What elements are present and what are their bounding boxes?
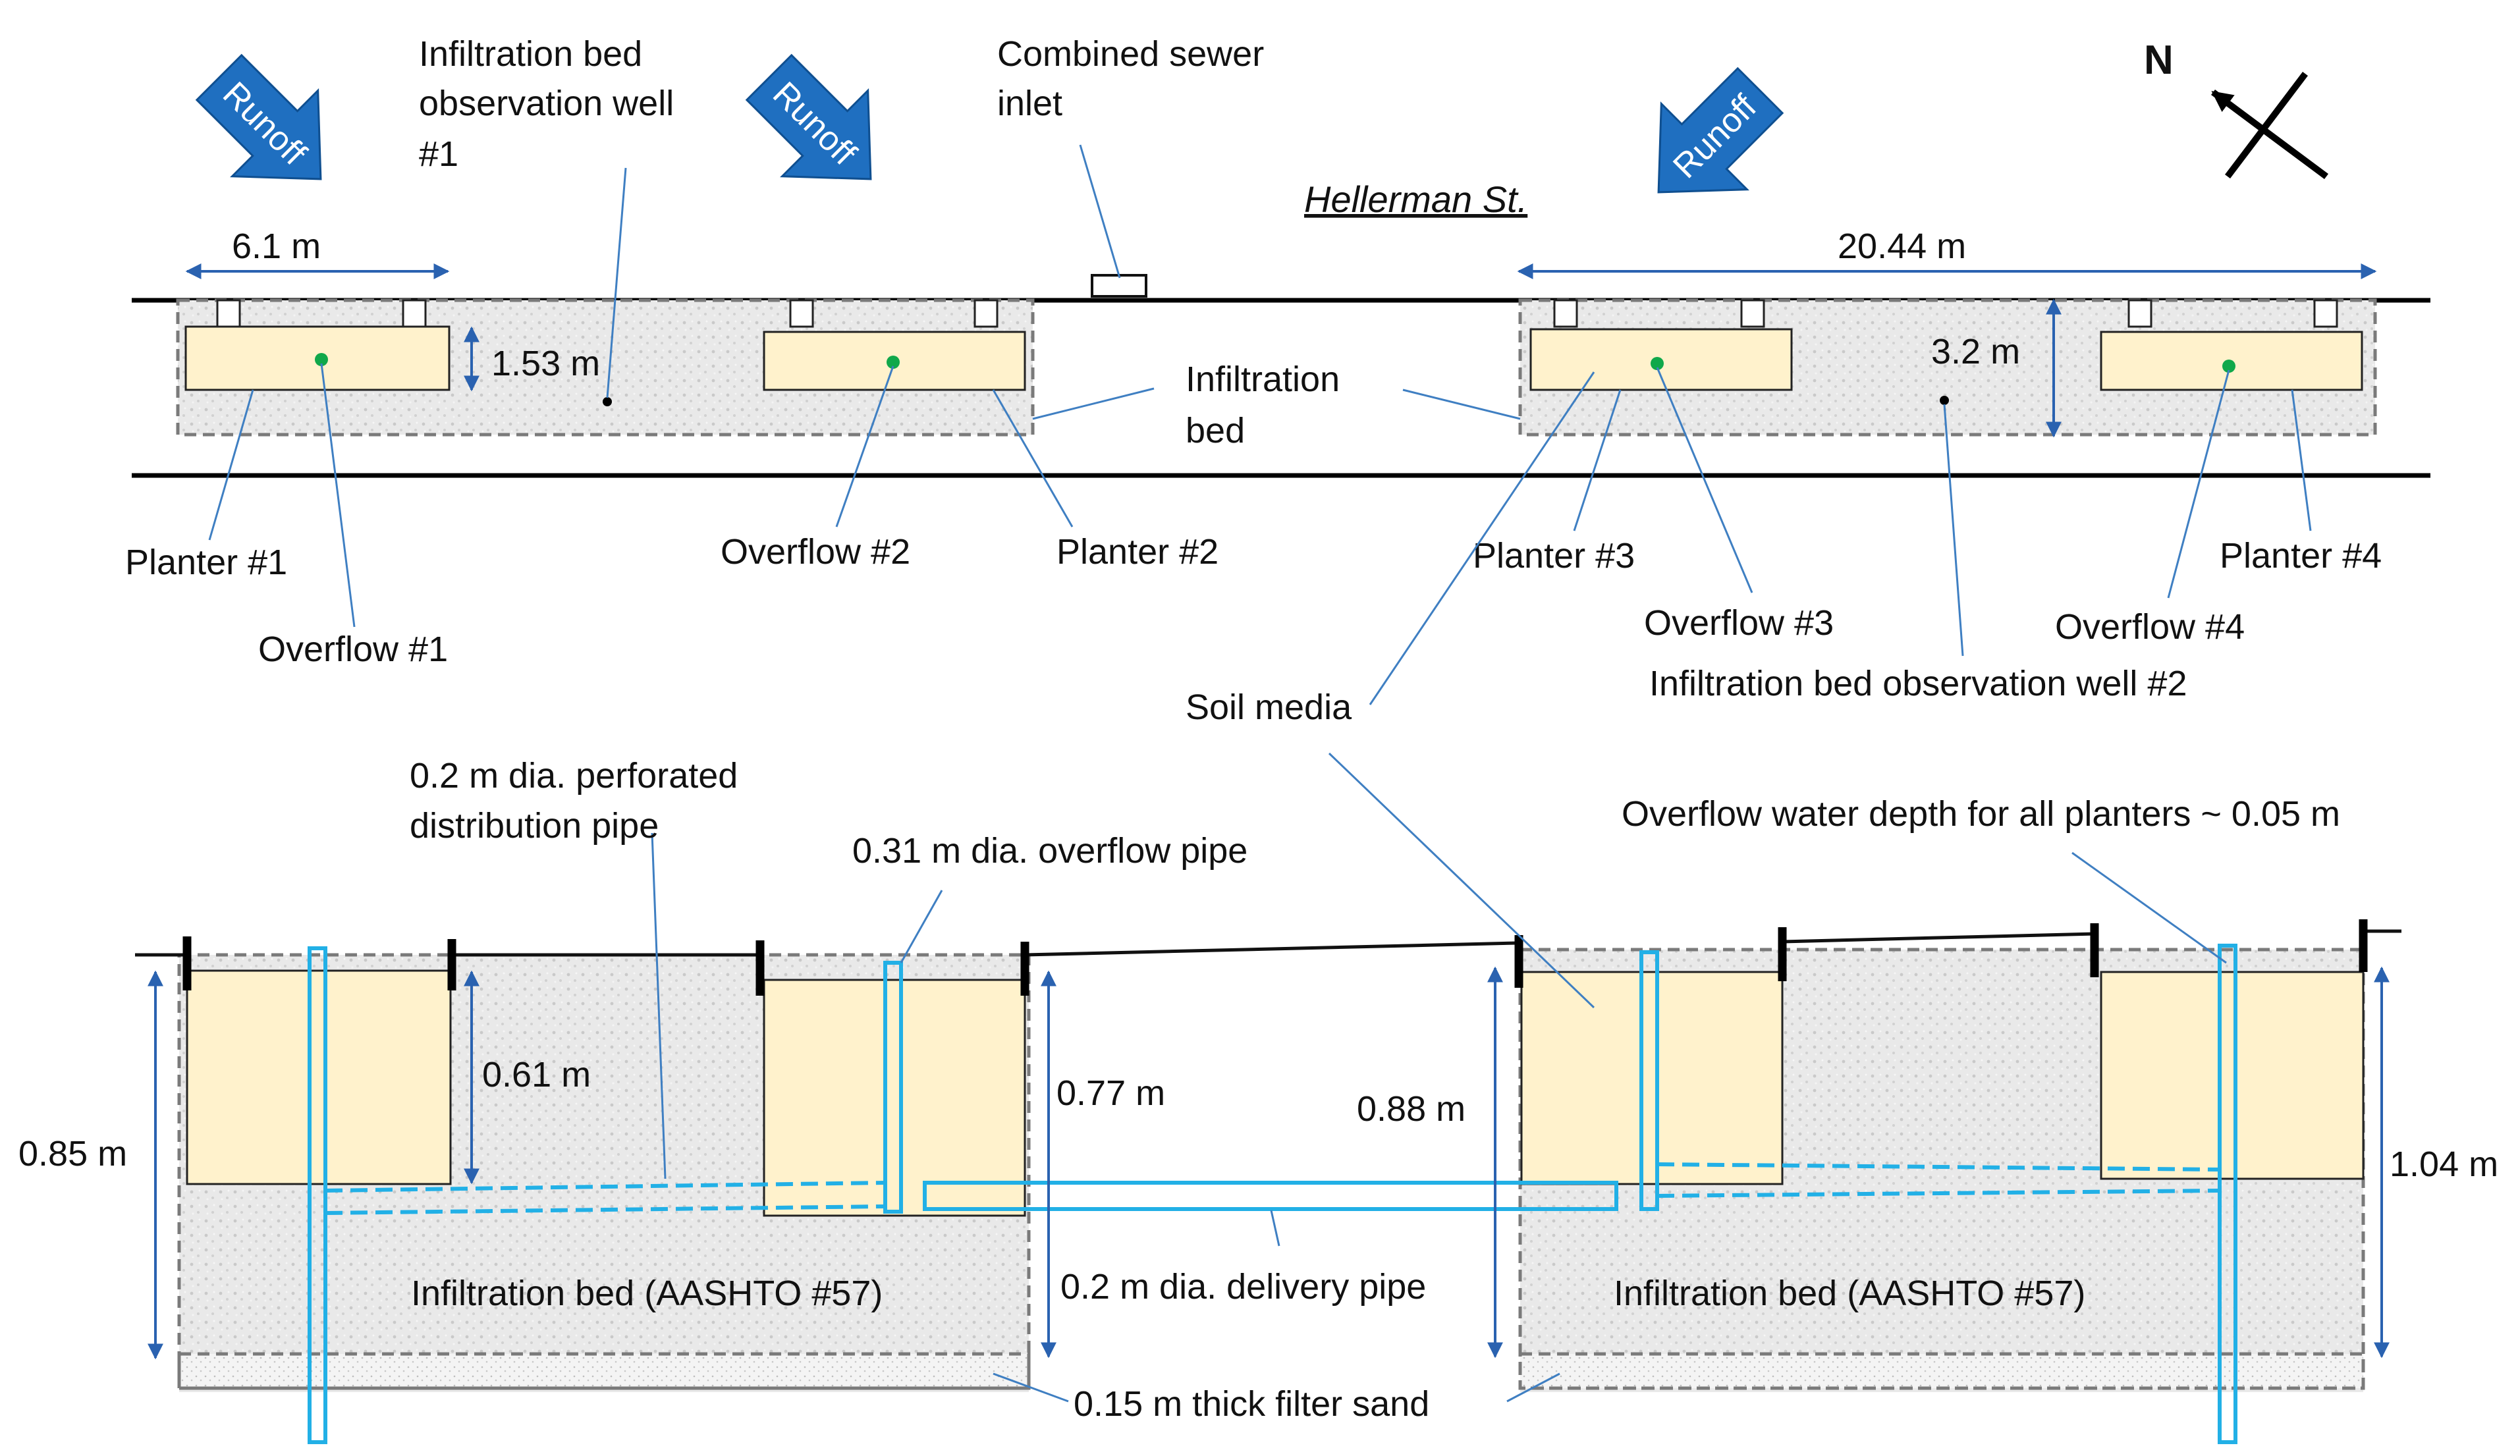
leader: [1328, 752, 1595, 1009]
leader: [1656, 367, 1753, 593]
bed-left-label: Infiltration bed (AASHTO #57): [411, 1274, 883, 1313]
north-label: N: [2144, 38, 2174, 83]
overflow-pipe-riser: [1639, 950, 1659, 1211]
filter-sand-label: 0.15 m thick filter sand: [1074, 1384, 1429, 1424]
leader: [606, 167, 627, 398]
curb-cut: [2313, 299, 2338, 328]
leader: [1032, 387, 1155, 420]
planter-1-section: [186, 969, 452, 1185]
curb-cut: [1553, 299, 1578, 328]
leader: [1943, 404, 1964, 657]
street-name: Hellerman St.: [1304, 178, 1527, 220]
overflow-3-label: Overflow #3: [1644, 603, 1834, 643]
bed-length-label: 20.44 m: [1838, 227, 1966, 266]
observation-well-1-label: Infiltration bed observation well #1: [419, 34, 684, 174]
perforated-pipe-label: 0.2 m dia. perforated distribution pipe: [410, 756, 748, 846]
perforated-pipe-riser: [308, 946, 327, 1444]
leader: [1573, 389, 1622, 531]
soil-media-label: Soil media: [1186, 688, 1352, 727]
leader: [835, 365, 894, 527]
distribution-pipe: [325, 1181, 886, 1193]
leader: [2071, 851, 2227, 964]
runoff-arrow-icon: Runoff: [745, 53, 872, 180]
overflow-pipe-riser: [2218, 944, 2237, 1444]
leader: [651, 832, 667, 1179]
planter-2-label: Planter #2: [1056, 532, 1219, 572]
distribution-pipe: [325, 1204, 886, 1215]
curb-cut: [973, 299, 999, 328]
planter-3-label: Planter #3: [1473, 536, 1635, 576]
section-view: Soil media 0.2 m dia. perforated distrib…: [18, 371, 2498, 1444]
observation-well-1-dot: [603, 397, 612, 406]
overflow-depth-label: Overflow water depth for all planters ~ …: [1622, 794, 2340, 834]
planter-3-section: [1520, 971, 1784, 1185]
planter-4-label: Planter #4: [2220, 536, 2382, 576]
distribution-pipe: [1657, 1162, 2220, 1172]
leader: [2291, 389, 2312, 531]
depth-left-label: 0.85 m: [18, 1134, 127, 1173]
ground-surface: [1782, 932, 2095, 944]
overflow-2-label: Overflow #2: [721, 532, 910, 572]
planter-2-section: [763, 979, 1026, 1217]
infiltration-bed-label: Infiltration bed: [1186, 360, 1350, 450]
curb-cut: [402, 299, 427, 328]
bed-width-label: 3.2 m: [1931, 332, 2020, 371]
leader: [208, 389, 254, 541]
runoff-arrow-icon: Runoff: [1657, 67, 1784, 194]
overflow-3-dot: [1651, 357, 1664, 370]
depth-right-label: 1.04 m: [2390, 1145, 2498, 1184]
planter-width-label: 6.1 m: [232, 227, 321, 266]
runoff-arrow-icon: Runoff: [195, 53, 322, 180]
overflow-pipe-label: 0.31 m dia. overflow pipe: [852, 831, 1247, 871]
leader: [992, 389, 1074, 527]
observation-well-2-dot: [1940, 396, 1949, 405]
planter-offset-label: 1.53 m: [491, 344, 600, 383]
observation-well-2-label: Infiltration bed observation well #2: [1649, 664, 2187, 703]
curb-cut: [789, 299, 814, 328]
leader: [1369, 371, 1595, 705]
bed-right-label: Infiltration bed (AASHTO #57): [1614, 1274, 2085, 1313]
combined-sewer-inlet-label: Combined sewer inlet: [997, 34, 1274, 123]
overflow-1-label: Overflow #1: [258, 630, 448, 669]
distribution-pipe: [1657, 1189, 2220, 1198]
ground-surface: [1024, 941, 1518, 957]
depth-mid-label: 0.77 m: [1056, 1073, 1165, 1113]
plan-view: Runoff Runoff Runoff N Hellerman St. Com…: [125, 34, 2430, 703]
depth-center-label: 0.88 m: [1357, 1089, 1465, 1129]
delivery-pipe-label: 0.2 m dia. delivery pipe: [1060, 1267, 1426, 1307]
leader: [1270, 1210, 1280, 1247]
overflow-4-label: Overflow #4: [2055, 607, 2245, 647]
curb-cut: [2127, 299, 2152, 328]
overflow-1-dot: [315, 353, 328, 366]
north-arrow-icon: [2211, 71, 2328, 180]
leader: [320, 363, 356, 628]
planter-4-section: [2100, 971, 2365, 1180]
depth-planter-1-label: 0.61 m: [482, 1055, 591, 1094]
leader: [1506, 1372, 1560, 1403]
leader: [900, 890, 943, 963]
delivery-pipe: [923, 1181, 1618, 1211]
overflow-pipe-riser: [883, 961, 903, 1214]
leader: [1079, 144, 1121, 279]
curb-cut: [216, 299, 241, 328]
combined-sewer-inlet: [1091, 274, 1147, 298]
curb-cut: [1740, 299, 1765, 328]
filter-sand-left: [177, 1352, 1031, 1390]
leader: [993, 1372, 1069, 1403]
leader: [2167, 369, 2230, 599]
overflow-2-dot: [887, 356, 900, 369]
leader: [1402, 389, 1521, 420]
overflow-4-dot: [2222, 360, 2235, 373]
planter-1-label: Planter #1: [125, 543, 287, 582]
